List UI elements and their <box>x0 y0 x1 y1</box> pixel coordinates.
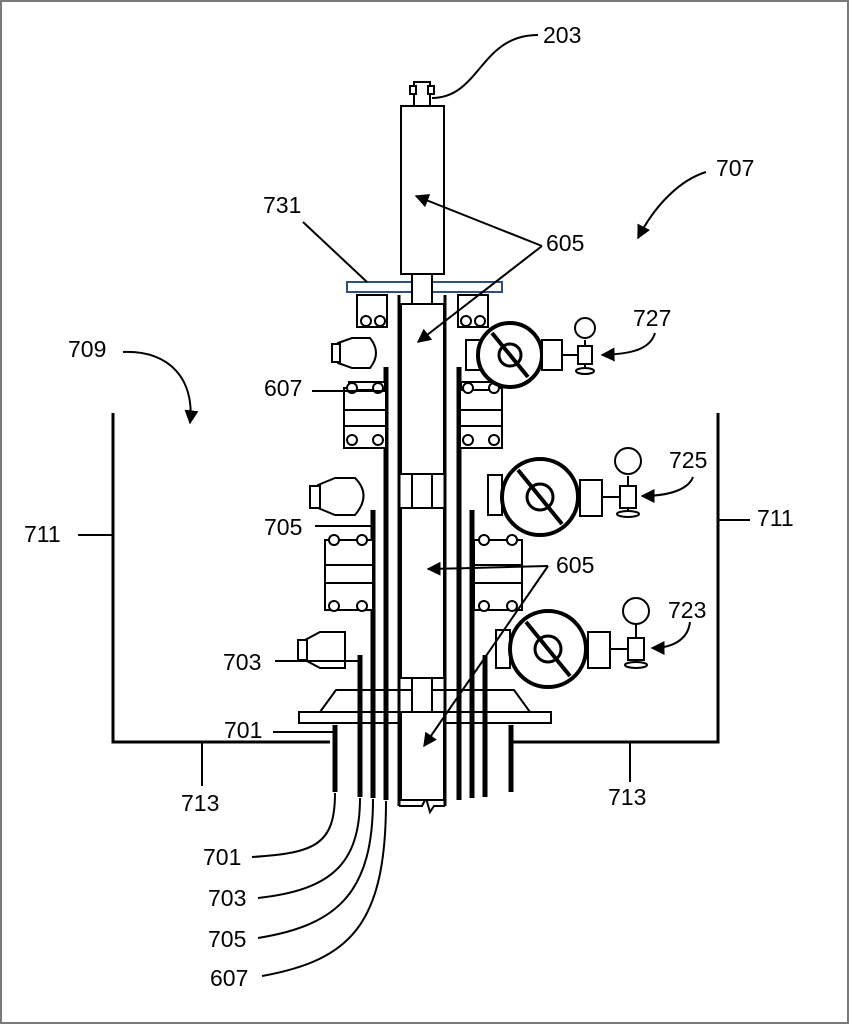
leader-lines <box>78 34 750 977</box>
label-711-right: 711 <box>757 505 794 531</box>
label-723: 723 <box>668 597 706 623</box>
break-line <box>399 795 445 815</box>
label-709: 709 <box>68 336 106 362</box>
label-725: 725 <box>669 447 707 473</box>
label-707: 707 <box>716 155 754 181</box>
valve-upper <box>465 317 596 389</box>
label-713-left: 713 <box>181 790 219 816</box>
label-701-upper: 701 <box>224 717 262 743</box>
label-727: 727 <box>633 305 671 331</box>
label-605-upper: 605 <box>546 230 584 256</box>
label-703-lower: 703 <box>208 885 246 911</box>
label-605-lower: 605 <box>556 552 594 578</box>
tank-outline <box>111 413 720 744</box>
label-731: 731 <box>263 192 301 218</box>
label-203: 203 <box>543 22 581 48</box>
label-701-lower: 701 <box>203 844 241 870</box>
label-607-upper: 607 <box>264 375 302 401</box>
wellhead-left-stack <box>297 294 388 669</box>
label-711-left: 711 <box>24 521 61 547</box>
valve-lower <box>495 597 650 689</box>
label-705-upper: 705 <box>264 514 302 540</box>
valve-middle <box>487 447 642 537</box>
reference-numerals: 203 707 731 605 727 709 607 725 711 711 … <box>24 22 794 991</box>
tool-string <box>400 81 445 801</box>
label-703-upper: 703 <box>223 649 261 675</box>
label-713-right: 713 <box>608 784 646 810</box>
label-607-lower: 607 <box>210 965 248 991</box>
label-705-lower: 705 <box>208 926 246 952</box>
